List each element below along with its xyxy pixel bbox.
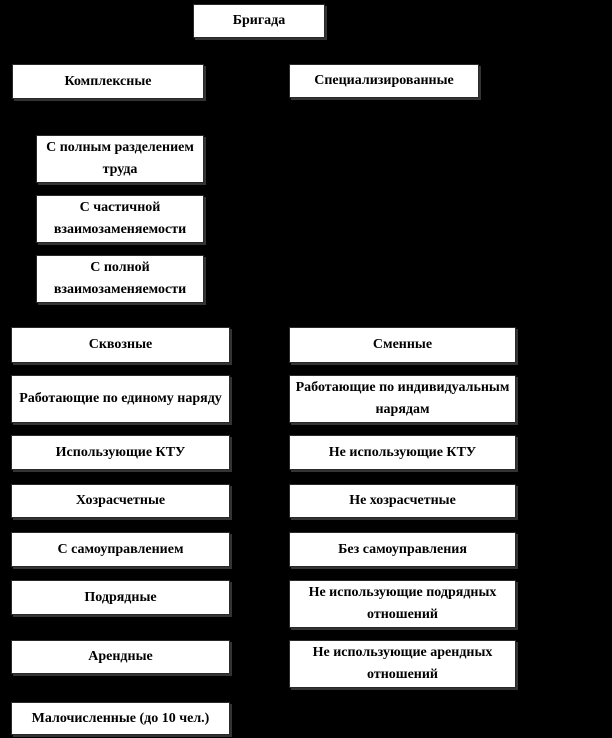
node-kompleksnye: Комплексные — [12, 64, 204, 99]
node-specializirovannye: Специализированные — [289, 64, 479, 98]
node-not-using-ktu: Не использующие КТУ — [289, 435, 516, 470]
node-self-governed: С самоуправлением — [11, 532, 230, 567]
node-skvoznye: Сквозные — [11, 327, 230, 363]
node-brigada: Бригада — [193, 4, 325, 38]
node-smennye: Сменные — [289, 327, 516, 363]
node-podryadnye: Подрядные — [11, 580, 230, 615]
node-not-podryadnye: Не использующие подрядных отношений — [289, 580, 516, 628]
node-not-arendnye: Не использующие арендных отношений — [289, 640, 516, 688]
node-not-khozraschetnye: Не хозрасчетные — [289, 484, 516, 518]
node-single-work-order: Работающие по единому наряду — [11, 375, 230, 423]
node-arendnye: Арендные — [11, 640, 230, 674]
node-small-size: Малочисленные (до 10 чел.) — [11, 702, 230, 735]
node-khozraschetnye: Хозрасчетные — [11, 484, 230, 518]
node-full-labor-division: С полным разделением труда — [36, 135, 204, 183]
node-using-ktu: Использующие КТУ — [11, 435, 230, 470]
node-not-self-governed: Без самоуправления — [289, 532, 516, 567]
node-full-interchangeability: С полной взаимозаменяемости — [36, 255, 204, 303]
node-individual-work-orders: Работающие по индивидуальным нарядам — [289, 375, 516, 423]
node-partial-interchangeability: С частичной взаимозаменяемости — [36, 195, 204, 243]
